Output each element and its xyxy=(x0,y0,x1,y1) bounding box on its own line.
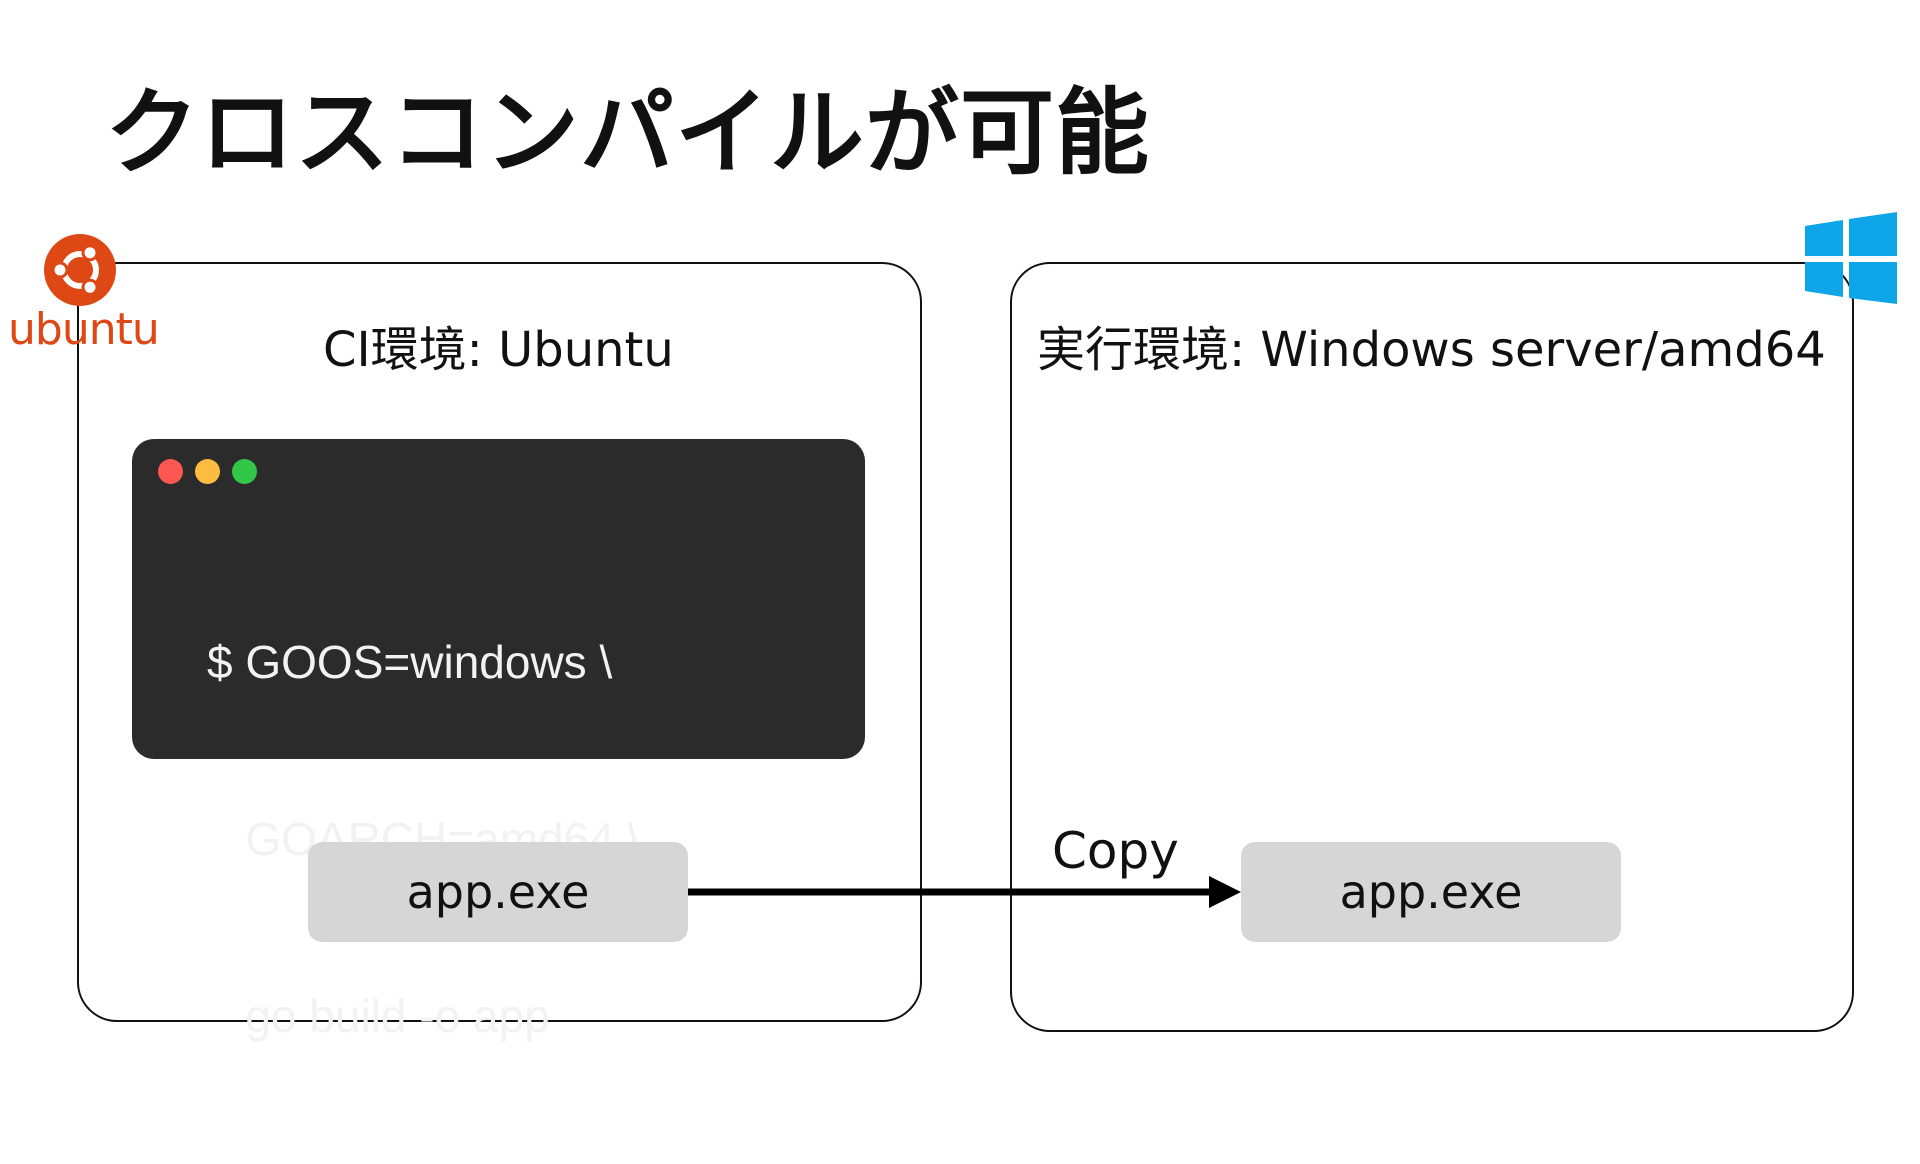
run-environment-label: 実行環境: Windows server/amd64 xyxy=(1037,322,1826,378)
terminal-line: $ GOOS=windows \ xyxy=(207,636,613,688)
copy-arrow xyxy=(688,876,1241,908)
copy-label: Copy xyxy=(1052,822,1179,880)
ubuntu-wordmark: ubuntu xyxy=(8,304,160,355)
target-artifact: app.exe xyxy=(1241,842,1621,942)
terminal-maximize-dot xyxy=(232,459,257,484)
arrow-head xyxy=(1209,876,1241,908)
slide-title: クロスコンパイルが可能 xyxy=(105,79,1151,188)
terminal-command: $ GOOS=windows \ GOARCH=amd64 \ go build… xyxy=(207,515,640,1164)
windows-icon xyxy=(1805,212,1897,304)
ci-environment-label: CI環境: Ubuntu xyxy=(323,322,674,378)
terminal-window: $ GOOS=windows \ GOARCH=amd64 \ go build… xyxy=(132,439,865,1042)
ubuntu-logo: ubuntu xyxy=(8,232,160,362)
terminal-close-dot xyxy=(158,459,183,484)
ubuntu-icon xyxy=(44,234,116,306)
source-artifact: app.exe xyxy=(308,842,688,942)
terminal-line: go build -o app xyxy=(207,990,550,1042)
terminal-minimize-dot xyxy=(195,459,220,484)
